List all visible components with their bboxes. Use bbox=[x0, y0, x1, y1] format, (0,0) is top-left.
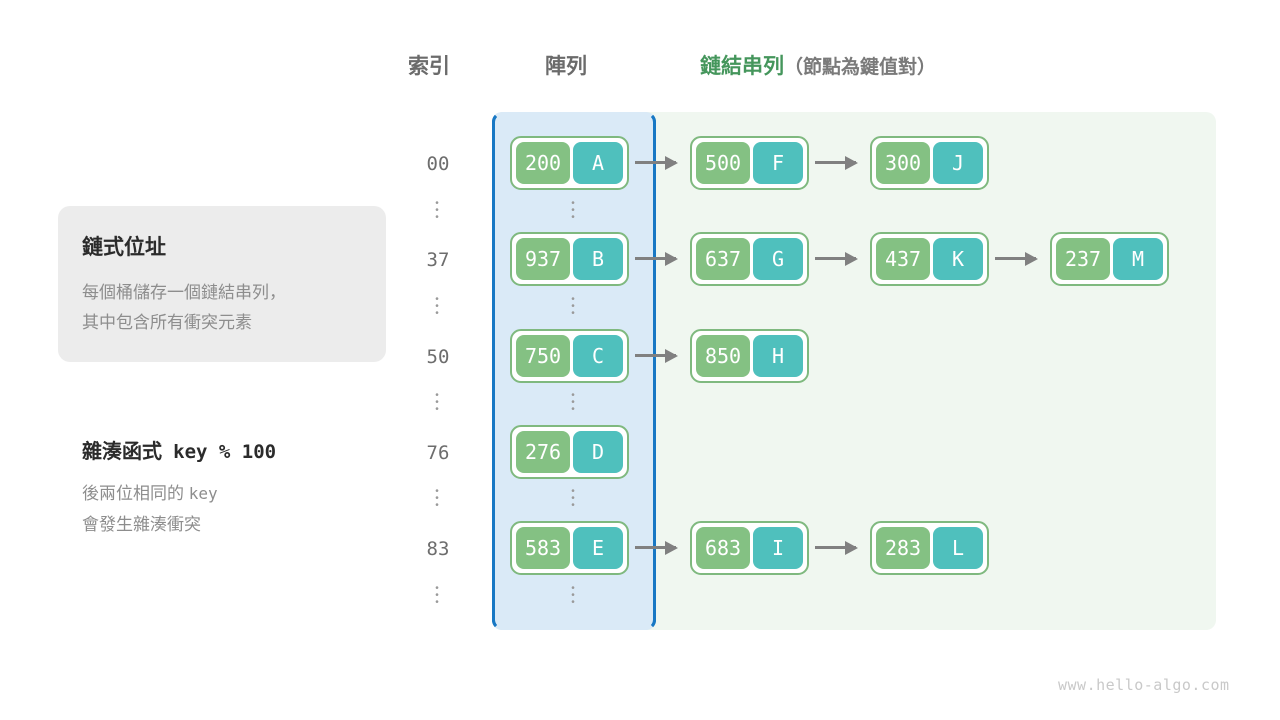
node-value: G bbox=[753, 238, 803, 280]
bucket-index-label: 00 bbox=[426, 153, 450, 175]
index-ellipsis: ••• bbox=[435, 390, 439, 415]
column-header-linked-list: 鏈結串列（節點為鍵值對） bbox=[700, 50, 936, 80]
column-header-linked-list-main: 鏈結串列 bbox=[700, 55, 784, 78]
bucket-index-label: 37 bbox=[426, 249, 450, 271]
node-key: 437 bbox=[876, 238, 930, 280]
node-value: K bbox=[933, 238, 983, 280]
column-header-array: 陣列 bbox=[545, 55, 587, 78]
next-pointer-arrow bbox=[635, 155, 678, 170]
node-value: I bbox=[753, 527, 803, 569]
node-key: 500 bbox=[696, 142, 750, 184]
hash-function-label: 雜湊函式 bbox=[82, 441, 162, 463]
array-ellipsis: ••• bbox=[571, 486, 575, 511]
index-ellipsis: ••• bbox=[435, 198, 439, 223]
node-key: 200 bbox=[516, 142, 570, 184]
node-value: H bbox=[753, 335, 803, 377]
index-ellipsis: ••• bbox=[435, 486, 439, 511]
node-key: 683 bbox=[696, 527, 750, 569]
info-card-description: 每個桶儲存一個鏈結串列， 其中包含所有衝突元素 bbox=[82, 283, 286, 332]
node-value: A bbox=[573, 142, 623, 184]
array-ellipsis: ••• bbox=[571, 390, 575, 415]
node-key: 276 bbox=[516, 431, 570, 473]
column-header-index: 索引 bbox=[408, 55, 450, 78]
array-ellipsis: ••• bbox=[571, 198, 575, 223]
next-pointer-arrow bbox=[815, 540, 858, 555]
node-key: 237 bbox=[1056, 238, 1110, 280]
hash-desc-line2: 會發生雜湊衝突 bbox=[82, 515, 201, 534]
next-pointer-arrow bbox=[635, 348, 678, 363]
hash-function-formula: key % 100 bbox=[173, 441, 277, 463]
bucket-index-label: 50 bbox=[426, 346, 450, 368]
index-ellipsis: ••• bbox=[435, 294, 439, 319]
node-key: 850 bbox=[696, 335, 750, 377]
node-key: 583 bbox=[516, 527, 570, 569]
hash-desc-line1-prefix: 後兩位相同的 bbox=[82, 484, 189, 503]
info-card-title: 鏈式位址 bbox=[82, 236, 166, 259]
node-key: 750 bbox=[516, 335, 570, 377]
next-pointer-arrow bbox=[635, 251, 678, 266]
next-pointer-arrow bbox=[815, 155, 858, 170]
node-value: D bbox=[573, 431, 623, 473]
array-ellipsis: ••• bbox=[571, 583, 575, 608]
node-value: E bbox=[573, 527, 623, 569]
bucket-index-label: 83 bbox=[426, 538, 450, 560]
node-key: 937 bbox=[516, 238, 570, 280]
node-value: J bbox=[933, 142, 983, 184]
hash-function-title: 雜湊函式 key % 100 bbox=[82, 435, 276, 464]
hash-desc-line1-mono: key bbox=[188, 484, 218, 503]
node-value: F bbox=[753, 142, 803, 184]
hash-function-description: 後兩位相同的 key 會發生雜湊衝突 bbox=[82, 478, 382, 540]
column-header-linked-list-sub: （節點為鍵值對） bbox=[784, 57, 937, 78]
next-pointer-arrow bbox=[815, 251, 858, 266]
node-value: B bbox=[573, 238, 623, 280]
index-ellipsis: ••• bbox=[435, 583, 439, 608]
next-pointer-arrow bbox=[995, 251, 1038, 266]
node-value: C bbox=[573, 335, 623, 377]
node-value: L bbox=[933, 527, 983, 569]
bucket-index-label: 76 bbox=[426, 442, 450, 464]
node-value: M bbox=[1113, 238, 1163, 280]
node-key: 637 bbox=[696, 238, 750, 280]
info-card bbox=[58, 206, 386, 362]
array-ellipsis: ••• bbox=[571, 294, 575, 319]
watermark: www.hello-algo.com bbox=[1058, 676, 1230, 694]
node-key: 300 bbox=[876, 142, 930, 184]
node-key: 283 bbox=[876, 527, 930, 569]
next-pointer-arrow bbox=[635, 540, 678, 555]
